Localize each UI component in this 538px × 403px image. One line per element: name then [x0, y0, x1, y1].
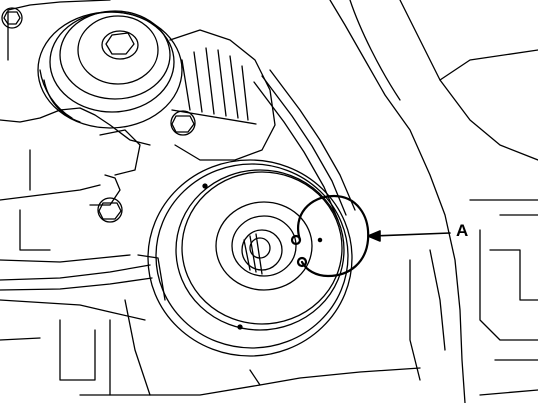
bolt-upper: [170, 110, 196, 136]
engine-block: [0, 0, 421, 396]
bolt-left: [97, 197, 123, 223]
alternator: [169, 29, 276, 161]
drive-belt: [0, 69, 356, 291]
snap-ring: [290, 194, 370, 278]
timing-cover: [329, 0, 538, 403]
upper-pulley: [37, 10, 183, 129]
callout-arrow: [367, 230, 451, 242]
bolt-top-left: [1, 7, 23, 29]
crankshaft-pulley: [147, 159, 353, 357]
callout-label-a: A: [456, 221, 469, 240]
